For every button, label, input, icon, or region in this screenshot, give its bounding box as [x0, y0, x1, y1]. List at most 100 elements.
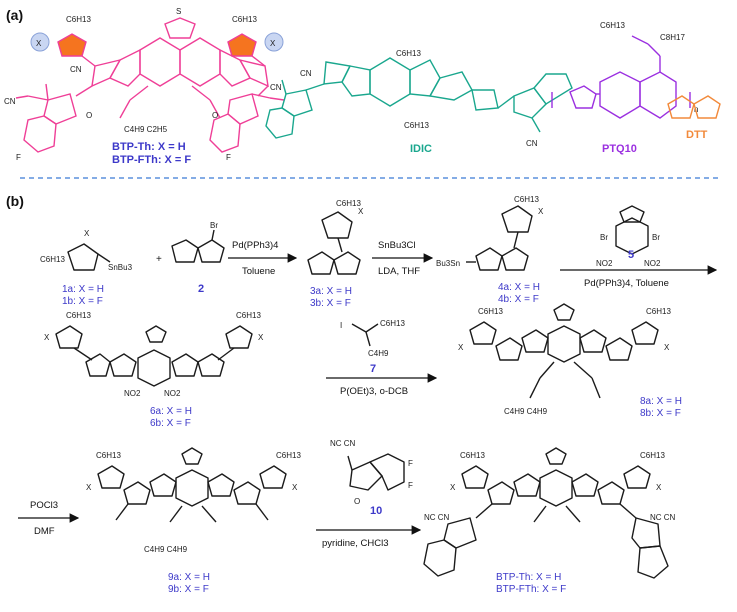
step3-below: Pd(PPh3)4, Toluene [584, 278, 669, 289]
final-btp-structure [423, 447, 669, 579]
step1-below: Toluene [242, 266, 275, 277]
idic-structure [265, 57, 573, 139]
c3-a: 3a: X = H [310, 286, 352, 297]
step1-above: Pd(PPh3)4 [232, 240, 278, 251]
c4-hexyl: C6H13 [514, 195, 539, 204]
c8-hexyl-left: C6H13 [478, 307, 503, 316]
c3-hexyl: C6H13 [336, 199, 361, 208]
c7-chain-a: C6H13 [380, 319, 405, 328]
idic-cn: CN [526, 139, 538, 148]
btp-fth-label: BTP-FTh: X = F [112, 154, 191, 166]
final-cn-right: NC CN [650, 513, 676, 522]
c7-chain-b: C4H9 [368, 349, 389, 358]
c6-b: 6b: X = F [150, 418, 191, 429]
panel-b-label: (b) [6, 193, 24, 209]
btp-f-right: F [226, 153, 231, 162]
btp-cn-right: CN [270, 83, 282, 92]
btp-s-top: S [176, 7, 181, 16]
c6-hexyl-left: C6H13 [66, 311, 91, 320]
btp-th-label: BTP-Th: X = H [112, 141, 186, 153]
c9-x-left: X [86, 483, 92, 492]
btp-hexyl-right: C6H13 [232, 15, 257, 24]
c8-x-left: X [458, 343, 464, 352]
c5-label: 5 [628, 249, 634, 261]
panel-a-label: (a) [6, 7, 23, 23]
c9-b: 9b: X = F [168, 584, 209, 595]
c9-a: 9a: X = H [168, 572, 210, 583]
compound-7 [351, 323, 379, 347]
c6-hexyl-right: C6H13 [236, 311, 261, 320]
c4-a: 4a: X = H [498, 282, 540, 293]
final-a: BTP-Th: X = H [496, 572, 561, 583]
c10-o: O [354, 497, 360, 506]
ptq10-c6h13: C6H13 [600, 21, 625, 30]
c4-bu3sn: Bu3Sn [436, 259, 460, 268]
c10-f-bottom: F [408, 481, 413, 490]
compound-9 [97, 447, 287, 523]
plus-sign: + [156, 254, 162, 265]
c6-x-right: X [258, 333, 264, 342]
btp-cn-left: CN [70, 65, 82, 74]
c9-side: C4H9 C4H9 [144, 545, 188, 554]
compound-3 [307, 211, 361, 275]
c1-hexyl: C6H13 [40, 255, 65, 264]
ptq10-structure [551, 35, 691, 119]
btp-o-right: O [212, 111, 218, 120]
idic-alkyl-bottom: C6H13 [404, 121, 429, 130]
c9-x-right: X [292, 483, 298, 492]
c6-no2-right: NO2 [164, 389, 181, 398]
step2-below: LDA, THF [378, 266, 420, 277]
btp-x-right: X [270, 39, 276, 48]
c3-b: 3b: X = F [310, 298, 351, 309]
final-cn-left: NC CN [424, 513, 450, 522]
step6-below: pyridine, CHCl3 [322, 538, 389, 549]
idic-label: IDIC [410, 143, 432, 155]
c10-label: 10 [370, 505, 382, 517]
idic-alkyl-top: C6H13 [396, 49, 421, 58]
c6-x-left: X [44, 333, 50, 342]
c8-side: C4H9 C4H9 [504, 407, 548, 416]
btp-cn-left2: CN [4, 97, 16, 106]
c6-a: 6a: X = H [150, 406, 192, 417]
compound-5 [615, 205, 649, 255]
ptq10-c8h17: C8H17 [660, 33, 685, 42]
final-x-left: X [450, 483, 456, 492]
compound-2 [171, 229, 225, 263]
c9-hexyl-right: C6H13 [276, 451, 301, 460]
c6-no2-left: NO2 [124, 389, 141, 398]
c10-cn: NC CN [330, 439, 356, 448]
c8-b: 8b: X = F [640, 408, 681, 419]
step2-above: SnBu3Cl [378, 240, 416, 251]
step5-above: POCl3 [30, 500, 58, 511]
c5-no2-right: NO2 [644, 259, 661, 268]
idic-nc: CN [300, 69, 312, 78]
final-hexyl-right: C6H13 [640, 451, 665, 460]
final-hexyl-left: C6H13 [460, 451, 485, 460]
c9-hexyl-left: C6H13 [96, 451, 121, 460]
btp-x-left: X [36, 39, 42, 48]
c5-br-left: Br [600, 233, 608, 242]
compound-10 [347, 453, 405, 491]
c2-br: Br [210, 221, 218, 230]
btp-f-left: F [16, 153, 21, 162]
final-x-right: X [656, 483, 662, 492]
c7-label: 7 [370, 363, 376, 375]
btp-structure [15, 17, 285, 153]
c1-x: X [84, 229, 90, 238]
dtt-structure [667, 95, 721, 119]
compound-6 [55, 325, 253, 387]
c5-no2-left: NO2 [596, 259, 613, 268]
compound-8 [469, 303, 659, 399]
compound-4 [466, 205, 533, 271]
c4-x: X [538, 207, 544, 216]
btp-side-chain: C4H9 C2H5 [124, 125, 168, 134]
dtt-label: DTT [686, 129, 708, 141]
c1-a: 1a: X = H [62, 284, 104, 295]
compound-1 [67, 243, 111, 271]
c2-label: 2 [198, 283, 204, 295]
c10-f-top: F [408, 459, 413, 468]
c4-b: 4b: X = F [498, 294, 539, 305]
c1-snbu3: SnBu3 [108, 263, 133, 272]
c8-hexyl-right: C6H13 [646, 307, 671, 316]
